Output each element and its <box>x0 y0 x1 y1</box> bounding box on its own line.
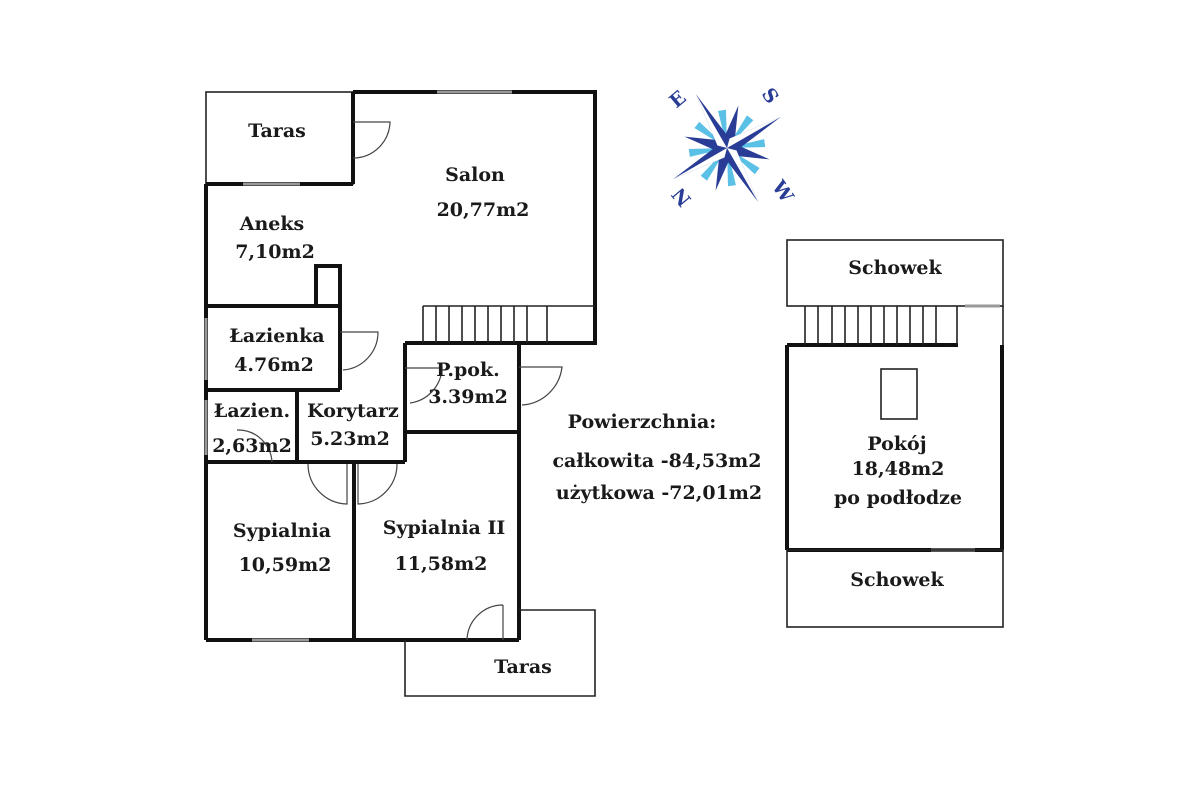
attic-walls <box>785 239 1004 628</box>
room-area-aneks: 7,10m2 <box>235 241 315 263</box>
compass-rose-icon <box>673 94 781 202</box>
summary-total: całkowita -84,53m2 <box>552 450 761 472</box>
summary-title: Powierzchnia: <box>568 411 717 433</box>
door-swing <box>357 463 398 505</box>
room-name-pokoj: Pokój <box>867 433 926 455</box>
room-name-terrace-top: Taras <box>248 120 306 142</box>
door-swing <box>352 121 391 159</box>
door-swing <box>519 366 563 406</box>
room-name-storage-top: Schowek <box>848 257 942 279</box>
room-area-pokoj: 18,48m2 <box>852 458 945 480</box>
compass-label-s: S <box>757 84 783 108</box>
room-name-sypialnia-2: Sypialnia II <box>383 517 506 539</box>
room-area-lazien: 2,63m2 <box>212 435 292 457</box>
compass-label-e: E <box>665 86 690 112</box>
room-name-storage-bottom: Schowek <box>850 569 944 591</box>
room-area-sypialnia: 10,59m2 <box>239 554 332 576</box>
room-name-lazien: Łazien. <box>214 400 290 422</box>
compass-label-w: W <box>767 176 798 207</box>
room-note-pokoj: po podłodze <box>834 487 962 509</box>
room-name-ppok: P.pok. <box>436 359 500 381</box>
room-name-aneks: Aneks <box>239 213 305 235</box>
room-name-lazienka: Łazienka <box>229 325 324 347</box>
door-swing <box>466 604 504 641</box>
summary-usable: użytkowa -72,01m2 <box>556 482 762 504</box>
room-area-ppok: 3.39m2 <box>428 386 508 408</box>
room-area-lazienka: 4.76m2 <box>234 354 314 376</box>
door-swing <box>236 429 273 463</box>
room-name-korytarz: Korytarz <box>307 400 399 422</box>
room-area-korytarz: 5.23m2 <box>310 428 390 450</box>
room-name-sypialnia: Sypialnia <box>233 520 331 542</box>
door-swing <box>340 331 379 371</box>
room-area-sypialnia-2: 11,58m2 <box>395 553 488 575</box>
door-swing <box>405 367 443 404</box>
storage-bottom-outline <box>786 549 1004 628</box>
stairs-attic <box>804 306 958 345</box>
compass-label-n: N <box>668 183 696 210</box>
terrace-bottom-outline <box>404 609 596 697</box>
door-swing <box>307 463 348 505</box>
room-name-terrace-bottom: Taras <box>494 656 552 678</box>
ground-floor-walls <box>204 90 597 697</box>
stairs-ground <box>422 305 595 343</box>
room-name-salon: Salon <box>445 164 505 186</box>
room-area-salon: 20,77m2 <box>437 199 530 221</box>
skylight <box>880 368 918 420</box>
storage-top-outline <box>786 239 1004 307</box>
